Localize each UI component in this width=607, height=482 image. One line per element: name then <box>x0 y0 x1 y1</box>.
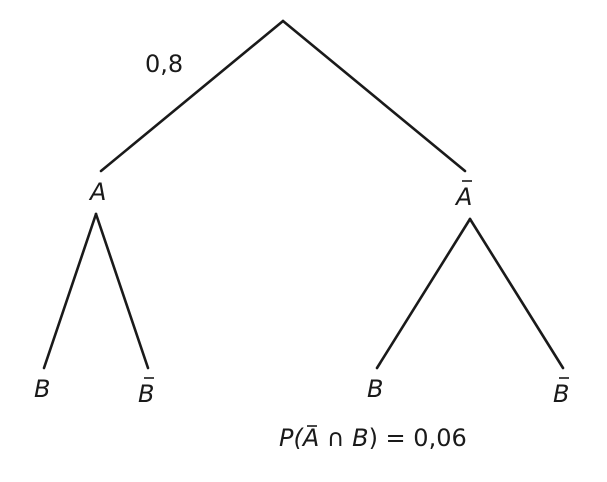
node-a-b-bar: B <box>138 380 154 408</box>
node-a-bar-b-bar: B <box>553 380 569 408</box>
edge-a-bar-to-b-bar <box>468 217 565 370</box>
node-a: A <box>88 178 106 206</box>
probability-formula: P(A ∩ B) = 0,06 <box>279 424 467 452</box>
branch-probability-a: 0,8 <box>145 50 183 78</box>
node-a-b: B <box>34 375 50 403</box>
edge-a-to-b-bar <box>94 212 150 370</box>
formula-event-b: B <box>352 424 368 452</box>
edge-a-bar-to-b <box>375 217 472 370</box>
node-a-bar: A <box>454 183 472 211</box>
edge-root-to-a <box>99 19 285 173</box>
formula-operator: ∩ <box>319 424 352 452</box>
formula-suffix: ) = 0,06 <box>369 424 467 452</box>
node-a-bar-b: B <box>367 375 383 403</box>
formula-prefix: P( <box>279 424 304 452</box>
edge-root-to-a-bar <box>281 19 467 173</box>
edge-a-to-b <box>42 212 98 370</box>
formula-event-a: A <box>301 424 319 452</box>
